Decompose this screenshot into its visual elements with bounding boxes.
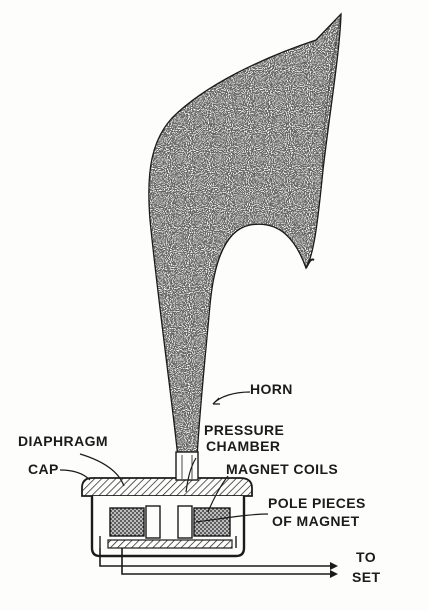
horn-throat — [175, 451, 199, 481]
set-label: SET — [352, 569, 380, 585]
wires-to-set — [99, 548, 338, 578]
cap-body — [81, 477, 253, 497]
pole-pieces-label-line1: POLE PIECES — [268, 495, 366, 511]
horn-end-curl — [305, 258, 315, 269]
magnet-base — [107, 539, 233, 549]
to-label: TO — [356, 549, 376, 565]
left-coil — [109, 507, 145, 537]
diaphragm-leader — [79, 453, 125, 487]
wire-lower — [121, 548, 336, 575]
cap-label: CAP — [28, 461, 59, 477]
right-pole-piece — [177, 505, 193, 539]
left-pole-piece — [145, 505, 161, 539]
pressure-chamber-label-line1: PRESSURE — [204, 422, 284, 438]
diaphragm-label: DIAPHRAGM — [18, 433, 108, 449]
pole-pieces-leader — [195, 513, 269, 523]
horn-mouth-edge — [322, 13, 342, 171]
wire-upper — [99, 548, 336, 567]
pole-pieces-label-line2: OF MAGNET — [272, 513, 360, 529]
horn-body — [148, 14, 341, 458]
magnet-coils-leader — [207, 475, 229, 513]
pressure-chamber-label-line2: CHAMBER — [206, 438, 280, 454]
cap-leader — [59, 469, 91, 481]
pressure-leader — [185, 457, 197, 493]
leader-lines — [59, 391, 269, 523]
driver-unit — [81, 451, 253, 558]
magnet-coils-label: MAGNET COILS — [226, 461, 338, 477]
horn-outline — [148, 12, 342, 459]
labels: HORN DIAPHRAGM PRESSURE CHAMBER CAP MAGN… — [18, 381, 380, 585]
horn — [148, 12, 342, 459]
horn-label: HORN — [250, 381, 293, 397]
